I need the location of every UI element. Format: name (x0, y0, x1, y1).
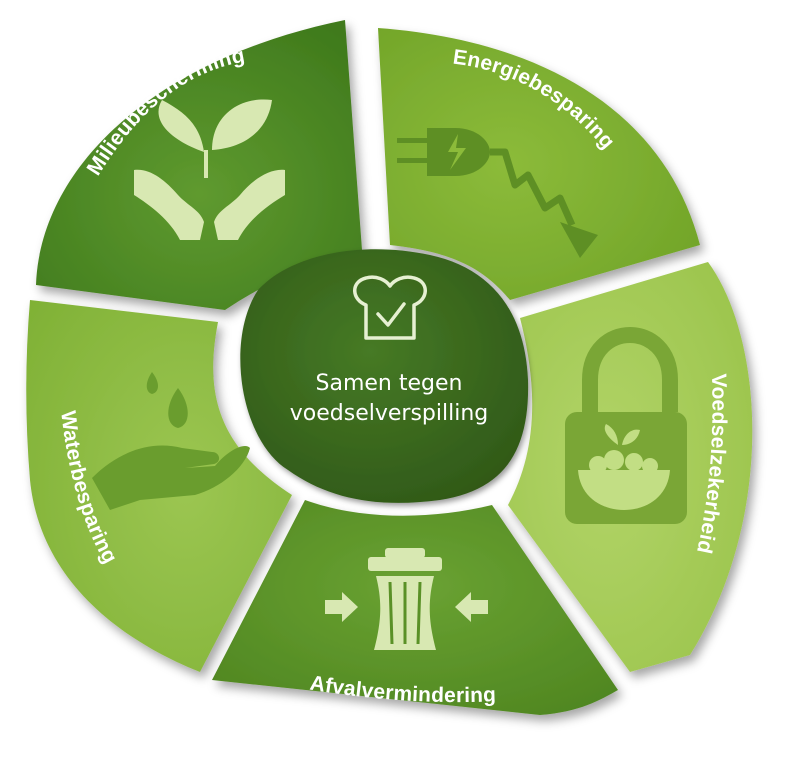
center-title-line2: voedselverspilling (290, 401, 488, 426)
padlock-food-bowl-icon (565, 326, 687, 524)
bread-heart-check-icon (353, 275, 427, 340)
plug-down-arrow-icon (397, 128, 598, 258)
segment-shape-energiebesparing (378, 28, 700, 300)
segment-energiebesparing (378, 28, 700, 300)
hand-water-drops-icon (92, 372, 250, 510)
compressed-trash-can-icon (325, 548, 488, 650)
hands-with-leaves-icon (134, 99, 285, 240)
center-title-line1: Samen tegen (316, 371, 463, 396)
center-blob (240, 249, 529, 503)
center-hub (240, 249, 529, 503)
segment-milieubescherming (36, 20, 362, 310)
segment-shape-milieubescherming (36, 20, 362, 310)
